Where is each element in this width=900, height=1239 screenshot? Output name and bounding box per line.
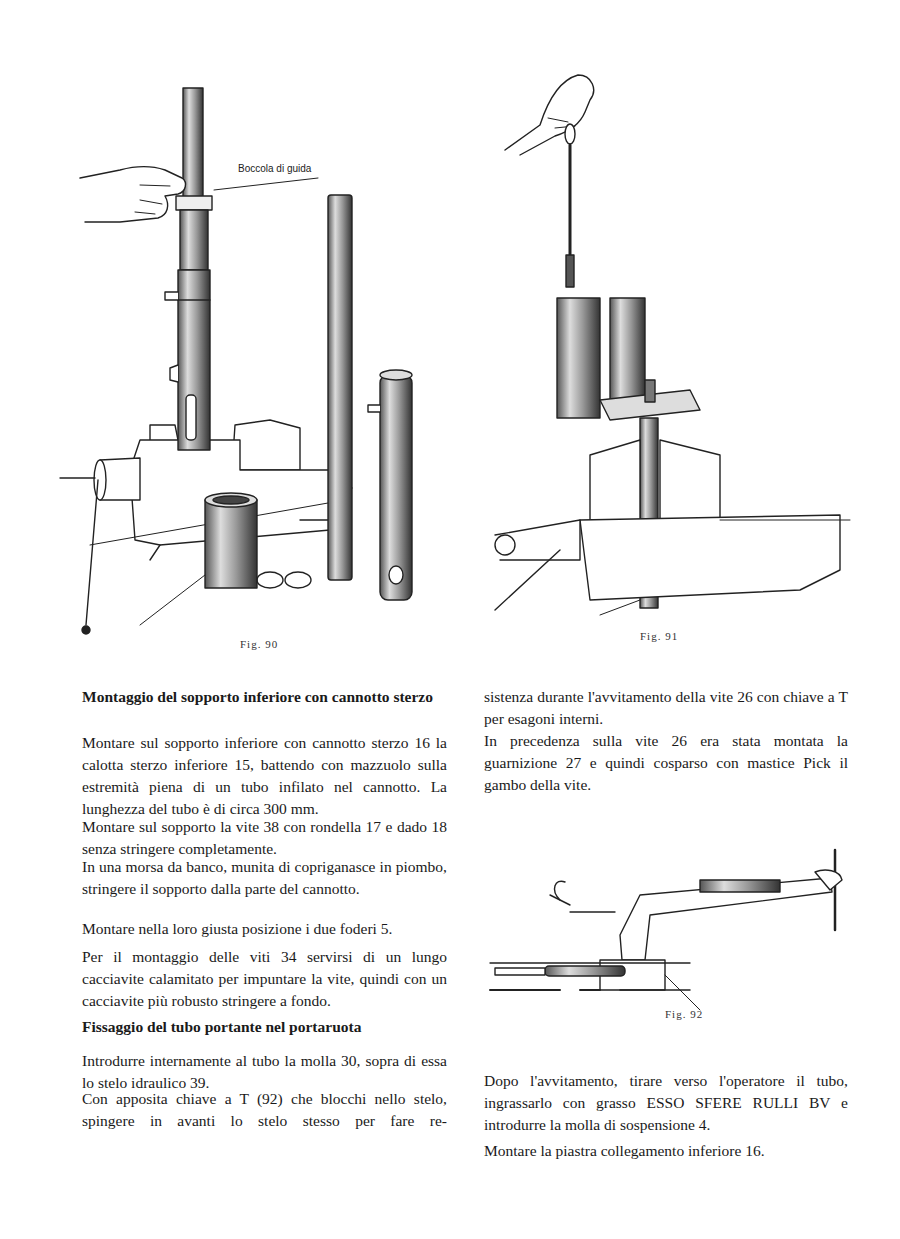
figure-number: Fig. 92: [665, 1003, 715, 1025]
bench-vise: [495, 440, 850, 615]
steering-tube: [165, 88, 212, 450]
hand: [80, 167, 185, 222]
fork-assembly-sketch: [490, 850, 842, 1010]
hand: [505, 75, 594, 155]
figure-number: Fig. 91: [640, 625, 690, 647]
body-paragraph: Per il montaggio delle viti 34 servirsi …: [82, 946, 447, 1012]
body-paragraph: In una morsa da banco, munita di copriga…: [82, 856, 447, 900]
body-paragraph: In precedenza sulla vite 26 era stata mo…: [484, 730, 848, 796]
body-paragraph: Montare la piastra collegamento inferior…: [484, 1140, 848, 1162]
ring: [285, 572, 311, 588]
body-paragraph: Montare sul sopporto la vite 38 con rond…: [82, 816, 447, 860]
body-paragraph: Introdurre internamente al tubo la molla…: [82, 1050, 447, 1094]
section-heading: Montaggio del sopporto inferiore con can…: [82, 686, 447, 708]
bushing: [205, 493, 257, 588]
ring: [257, 572, 283, 588]
body-paragraph: Con apposita chiave a T (92) che blocchi…: [82, 1088, 447, 1132]
body-paragraph: Montare nella loro giusta posizione i du…: [82, 918, 447, 940]
t-wrench: [565, 124, 575, 287]
body-paragraph: sistenza durante l'avvitamento della vit…: [484, 686, 848, 730]
section-heading: Fissaggio del tubo portante nel portaruo…: [82, 1016, 447, 1038]
fork-leg: [368, 370, 412, 600]
long-tube: [328, 195, 352, 580]
part-label: Boccola di guida: [238, 158, 328, 180]
leader-line: [214, 178, 318, 190]
figure-number: Fig. 90: [240, 633, 290, 655]
body-paragraph: Dopo l'avvitamento, tirare verso l'opera…: [484, 1070, 848, 1136]
bench-vise: [60, 420, 352, 634]
body-paragraph: Montare sul sopporto inferiore con canno…: [82, 732, 447, 820]
